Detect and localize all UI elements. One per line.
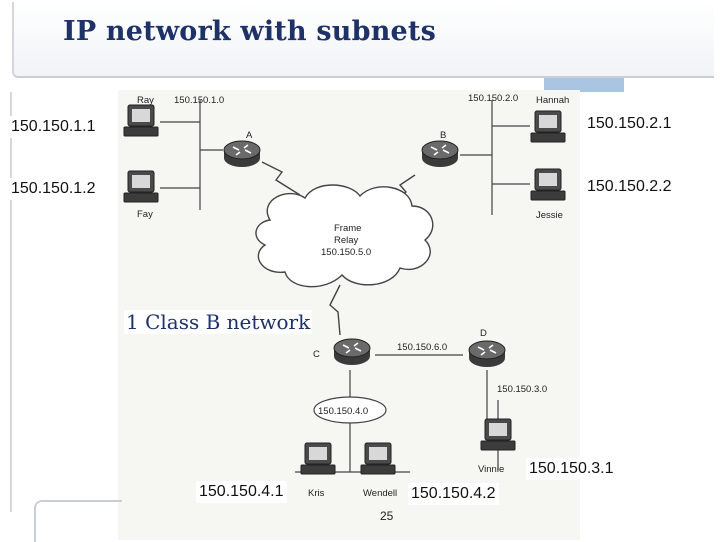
ip-fay: 150.150.1.2 xyxy=(8,178,99,200)
host-fay-label: Fay xyxy=(137,209,153,220)
page-number: 25 xyxy=(380,509,394,523)
frame-relay-label-3: 150.150.5.0 xyxy=(321,247,371,258)
bottom-decoration xyxy=(34,500,122,542)
router-d-icon xyxy=(468,340,506,368)
ip-wendell: 150.150.4.2 xyxy=(408,483,499,505)
subnet-label-c-lan: 150.150.4.0 xyxy=(318,406,368,417)
subnet-label-top-left: 150.150.1.0 xyxy=(174,95,224,106)
host-ray-label: Ray xyxy=(137,95,154,106)
ip-jessie: 150.150.2.2 xyxy=(584,176,675,198)
pc-wendell-icon xyxy=(360,442,396,475)
router-c-icon xyxy=(333,338,371,366)
host-kris-label: Kris xyxy=(308,488,325,499)
subnet-label-d-lan: 150.150.3.0 xyxy=(497,384,547,395)
router-c-label: C xyxy=(313,349,320,360)
host-wendell-label: Wendell xyxy=(363,488,397,499)
ip-kris: 150.150.4.1 xyxy=(196,481,287,503)
host-vinnie-label: Vinnie xyxy=(478,464,504,475)
router-d-label: D xyxy=(480,328,487,339)
title-bar xyxy=(12,2,714,78)
router-a-label: A xyxy=(246,130,253,141)
router-b-icon xyxy=(421,140,459,168)
pc-hannah-icon xyxy=(530,110,566,143)
pc-ray-icon xyxy=(123,104,159,137)
ip-ray: 150.150.1.1 xyxy=(8,116,99,138)
frame-relay-cloud xyxy=(255,184,434,288)
host-jessie-label: Jessie xyxy=(536,210,563,221)
subnet-label-top-right: 150.150.2.0 xyxy=(468,93,518,104)
host-hannah-label: Hannah xyxy=(536,95,569,106)
side-decoration xyxy=(10,92,12,512)
serial-link-c xyxy=(329,284,341,336)
pc-vinnie-icon xyxy=(480,418,516,451)
class-b-network-label: 1 Class B network xyxy=(124,310,313,334)
frame-relay-label-1: Frame xyxy=(334,223,361,234)
ip-vinnie: 150.150.3.1 xyxy=(526,458,617,480)
router-b-label: B xyxy=(440,130,446,141)
serial-link-a xyxy=(261,161,301,196)
frame-relay-label-2: Relay xyxy=(334,235,359,246)
slide-title: IP network with subnets xyxy=(63,16,436,47)
router-a-icon xyxy=(223,140,261,168)
subnet-label-cd: 150.150.6.0 xyxy=(397,342,447,353)
pc-fay-icon xyxy=(123,170,159,203)
pc-kris-icon xyxy=(300,442,336,475)
pc-jessie-icon xyxy=(530,168,566,201)
ip-hannah: 150.150.2.1 xyxy=(584,113,675,135)
accent-rectangle xyxy=(544,78,624,92)
